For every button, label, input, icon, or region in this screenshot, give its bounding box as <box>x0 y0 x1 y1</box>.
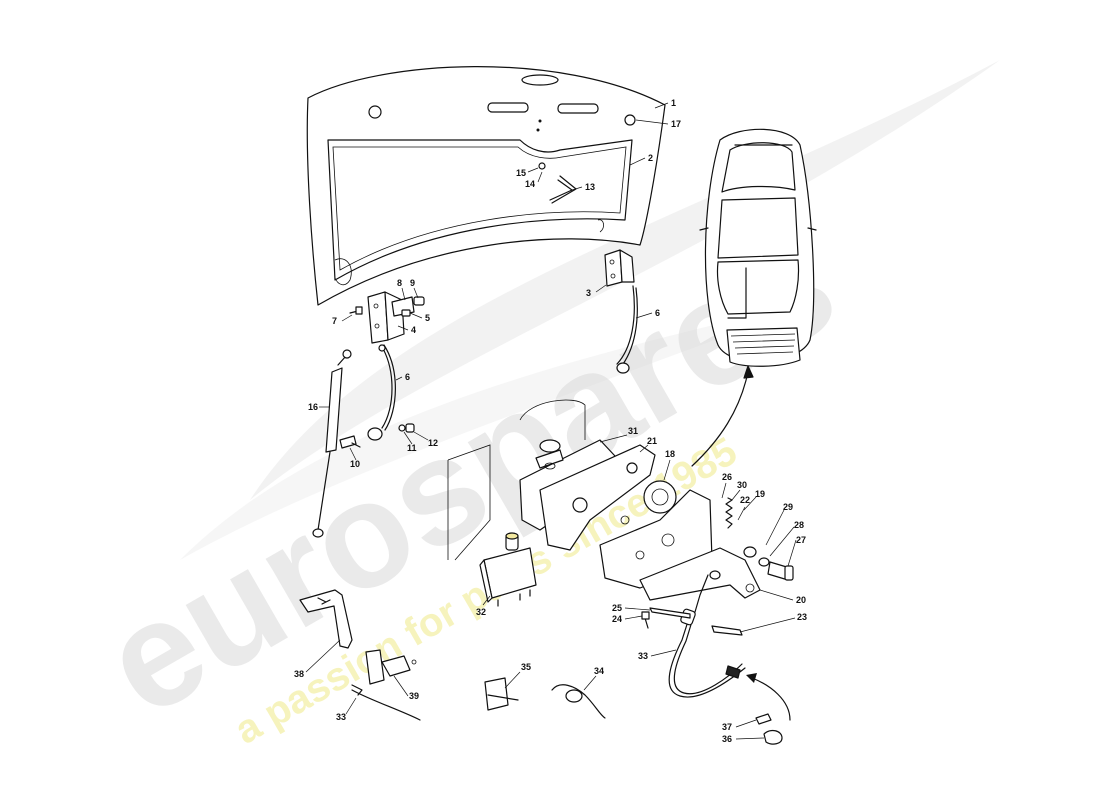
cable-6-left <box>383 344 396 431</box>
callout-23: 23 <box>797 612 807 622</box>
callout-15: 15 <box>516 168 526 178</box>
hinge-right <box>604 249 635 287</box>
callout-25: 25 <box>612 603 622 613</box>
callout-26: 26 <box>722 472 732 482</box>
callout-3: 3 <box>586 288 591 298</box>
callout-20: 20 <box>796 595 806 605</box>
callout-27: 27 <box>796 535 806 545</box>
callout-5: 5 <box>425 313 430 323</box>
callout-22: 22 <box>740 495 750 505</box>
callout-24: 24 <box>612 614 622 624</box>
release-handle <box>299 589 421 721</box>
callout-16: 16 <box>308 402 318 412</box>
callout-33-left: 33 <box>336 712 346 722</box>
callout-10: 10 <box>350 459 360 469</box>
latch-assembly <box>447 399 794 607</box>
callout-1: 1 <box>671 98 676 108</box>
callout-11: 11 <box>407 443 417 453</box>
callout-7: 7 <box>332 316 337 326</box>
gas-strut <box>312 349 352 538</box>
car-top-view <box>699 128 817 367</box>
callout-6-right: 6 <box>655 308 660 318</box>
grommets <box>484 677 783 745</box>
callout-38: 38 <box>294 669 304 679</box>
callout-13: 13 <box>585 182 595 192</box>
callout-32: 32 <box>476 607 486 617</box>
release-cable <box>668 614 746 698</box>
callout-19: 19 <box>755 489 765 499</box>
callout-39: 39 <box>409 691 419 701</box>
tailgate-assembly <box>306 66 666 306</box>
callout-2: 2 <box>648 153 653 163</box>
callout-8: 8 <box>397 278 402 288</box>
pointer-arrow-car <box>691 371 749 467</box>
callout-36: 36 <box>722 734 732 744</box>
callout-6-left: 6 <box>405 372 410 382</box>
callout-4: 4 <box>411 325 416 335</box>
callout-37: 37 <box>722 722 732 732</box>
pointer-arrow-clip <box>751 677 791 721</box>
callout-28: 28 <box>794 520 804 530</box>
callout-18: 18 <box>665 449 675 459</box>
callout-9: 9 <box>410 278 415 288</box>
callout-labels: 1 17 2 15 14 13 8 9 7 5 4 3 6 6 16 10 11… <box>294 98 807 744</box>
callout-21: 21 <box>647 436 657 446</box>
callout-30: 30 <box>737 480 747 490</box>
callout-29: 29 <box>783 502 793 512</box>
callout-33-right: 33 <box>638 651 648 661</box>
callout-14: 14 <box>525 179 535 189</box>
tailgate-inner <box>327 139 633 281</box>
hinge-left <box>349 291 425 344</box>
tailgate-outer <box>306 66 666 306</box>
cable-6-right <box>619 287 638 369</box>
callout-35: 35 <box>521 662 531 672</box>
callout-31: 31 <box>628 426 638 436</box>
callout-34: 34 <box>594 666 604 676</box>
callout-17: 17 <box>671 119 681 129</box>
callout-12: 12 <box>428 438 438 448</box>
